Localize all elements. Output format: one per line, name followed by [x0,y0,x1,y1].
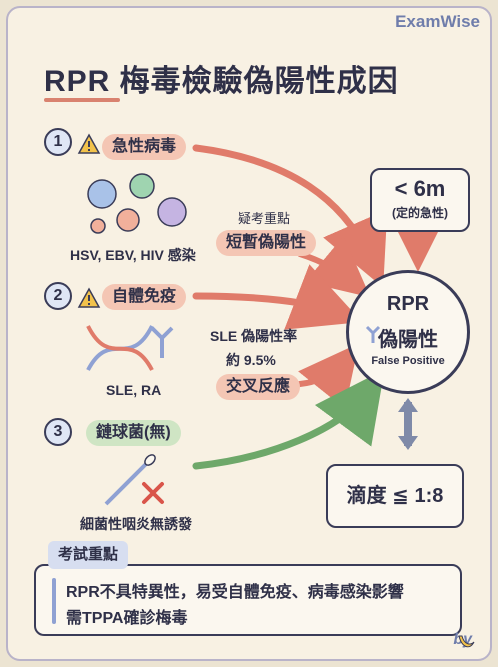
duration-box: < 6m (定的急性) [370,168,470,232]
titer-label: 滴度 ≦ 1:8 [346,485,444,507]
cause-number-2: 2 [44,282,72,310]
dna-antibody-icon [86,325,174,371]
duration-note: (定的急性) [392,206,448,220]
cross-reaction-pill: 交叉反應 [216,374,301,400]
arrow-autoimmune [192,264,363,330]
short-false-positive-pill: 短暫偽陽性 [216,230,317,256]
cause-caption-strep: 細菌性咽炎無誘發 [80,516,192,532]
cause-label-viral: 急性病毒 [102,134,187,160]
cause-number-3: 3 [44,418,72,446]
antibody-icon [365,325,381,343]
brand-logo: ExamWise [395,12,480,31]
virus-icon [87,173,187,234]
summary-accent-bar [52,578,56,624]
cause-label-strep: 鏈球菌(無) [86,420,181,446]
title-underline [44,98,120,102]
sle-rate-line2: 約 9.5% [226,352,276,368]
summary-box: RPR不具特異性，易受自體免疫、病毒感染影響 需TPPA確診梅毒 [34,564,462,636]
summary-heading: 考試重點 [48,541,129,569]
cause-label-autoimmune: 自體免疫 [102,284,187,310]
swab-cross-icon [104,454,164,506]
center-subtitle: 偽陽性 [378,329,438,351]
cause-number-1: 1 [44,128,72,156]
warning-icon [77,133,101,154]
summary-line-2: 需TPPA確診梅毒 [66,610,188,627]
cause-caption-autoimmune: SLE, RA [106,382,162,398]
page-title: RPR 梅毒檢驗偽陽性成因 [44,65,399,98]
arrow-short [297,235,371,298]
summary-line-1: RPR不具特異性，易受自體免疫、病毒感染影響 [66,584,404,601]
arrow-strep [192,369,385,470]
center-title: RPR [386,293,430,315]
cause-caption-viral: HSV, EBV, HIV 感染 [70,247,196,263]
duration-value: < 6m [394,176,446,201]
sle-rate-line1: SLE 偽陽性率 [210,328,298,344]
arrow-cross [297,343,360,409]
rpr-false-positive-circle: RPR 偽陽性 False Positive [346,270,470,394]
titer-box: 滴度 ≦ 1:8 [326,464,464,528]
banana-icon [458,635,475,648]
warning-icon [77,287,101,308]
exam-hint-label: 疑考重點 [238,211,291,226]
center-english: False Positive [371,355,445,367]
